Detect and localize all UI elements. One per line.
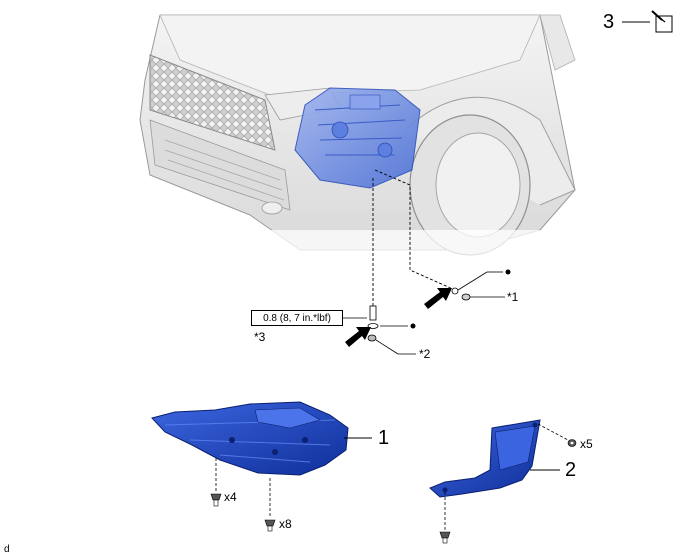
callout-item-2: 2 <box>565 459 577 481</box>
grease-can-icon <box>651 10 673 33</box>
nut-x5-icon <box>567 439 577 447</box>
side-cover-bracket <box>429 419 541 498</box>
engine-leader-lines <box>372 169 456 308</box>
side-cover-fasteners <box>439 423 577 544</box>
arrows <box>345 288 452 347</box>
corner-mark: d <box>4 544 10 555</box>
marker-dot-1 <box>505 269 511 275</box>
bolt-x8-icon <box>264 519 276 532</box>
item3-callout <box>622 10 673 33</box>
under-cover-fasteners <box>210 437 372 532</box>
note-label-3: *3 <box>254 330 266 344</box>
quantity-x5: x5 <box>580 437 593 451</box>
drain-hardware <box>367 287 471 342</box>
bolt-bracket-icon <box>439 531 451 544</box>
quantity-x4: x4 <box>224 490 237 504</box>
callout-item-3: 3 <box>603 11 615 33</box>
note-label-1: *1 <box>507 290 519 304</box>
bolt-x4-icon <box>210 493 222 507</box>
torque-spec-box: 0.8 (8, 7 in.*lbf) <box>251 310 343 326</box>
engine-under-cover <box>151 401 349 476</box>
quantity-x8: x8 <box>279 517 292 531</box>
vehicle-front <box>139 14 590 260</box>
arrow-lower <box>345 327 371 347</box>
engine-assembly <box>294 87 421 189</box>
marker-dot-2 <box>410 323 416 329</box>
note-label-2: *2 <box>419 347 431 361</box>
arrow-upper <box>424 288 452 309</box>
note-leaders <box>343 296 505 355</box>
marker-dots <box>380 269 511 329</box>
callout-item-1: 1 <box>378 427 390 449</box>
